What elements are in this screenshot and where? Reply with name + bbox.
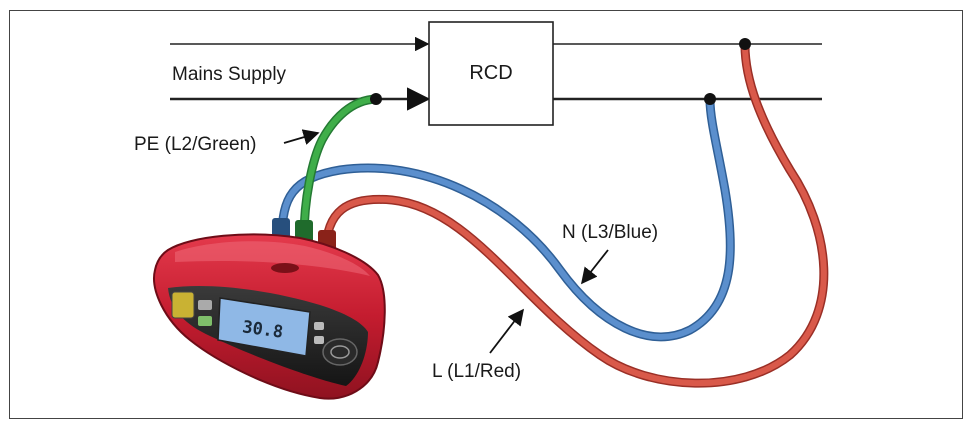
- tester-button-left: [198, 300, 212, 310]
- rcd-device: RCD: [428, 21, 554, 126]
- live-connection-dot: [739, 38, 751, 50]
- pe-callout: PE (L2/Green): [134, 129, 320, 155]
- tester-small-button: [314, 322, 324, 330]
- live-callout: L (L1/Red): [432, 308, 524, 382]
- pe-label: PE (L2/Green): [134, 134, 257, 155]
- tester-top-highlight: [175, 241, 370, 276]
- connection-points: [370, 38, 751, 105]
- mains-supply-label: Mains Supply: [172, 64, 287, 85]
- tester-top-recess: [271, 263, 299, 273]
- neutral-connection-dot: [704, 93, 716, 105]
- red-lead-core: [323, 42, 827, 387]
- tester-rotary-switch: [171, 291, 195, 319]
- tester-test-button-ring: [330, 345, 350, 359]
- neutral-label: N (L3/Blue): [562, 222, 658, 243]
- green-lead-core: [301, 96, 379, 241]
- supply-lines: [170, 36, 822, 111]
- neutral-arrow: [580, 249, 609, 285]
- rcd-label: RCD: [469, 62, 512, 84]
- blue-lead-core: [279, 97, 734, 340]
- live-arrow: [489, 308, 524, 354]
- live-label: L (L1/Red): [432, 361, 521, 382]
- pe-connection-dot: [370, 93, 382, 105]
- installation-tester: 30.8: [153, 218, 386, 400]
- tester-button-left-2: [198, 316, 212, 326]
- test-leads: [277, 40, 829, 388]
- neutral-callout: N (L3/Blue): [562, 222, 658, 285]
- pe-arrow: [283, 129, 320, 145]
- tester-small-button-2: [314, 336, 324, 344]
- tester-display: [217, 297, 311, 357]
- rcd-box: [428, 21, 554, 126]
- tester-test-button: [322, 338, 358, 366]
